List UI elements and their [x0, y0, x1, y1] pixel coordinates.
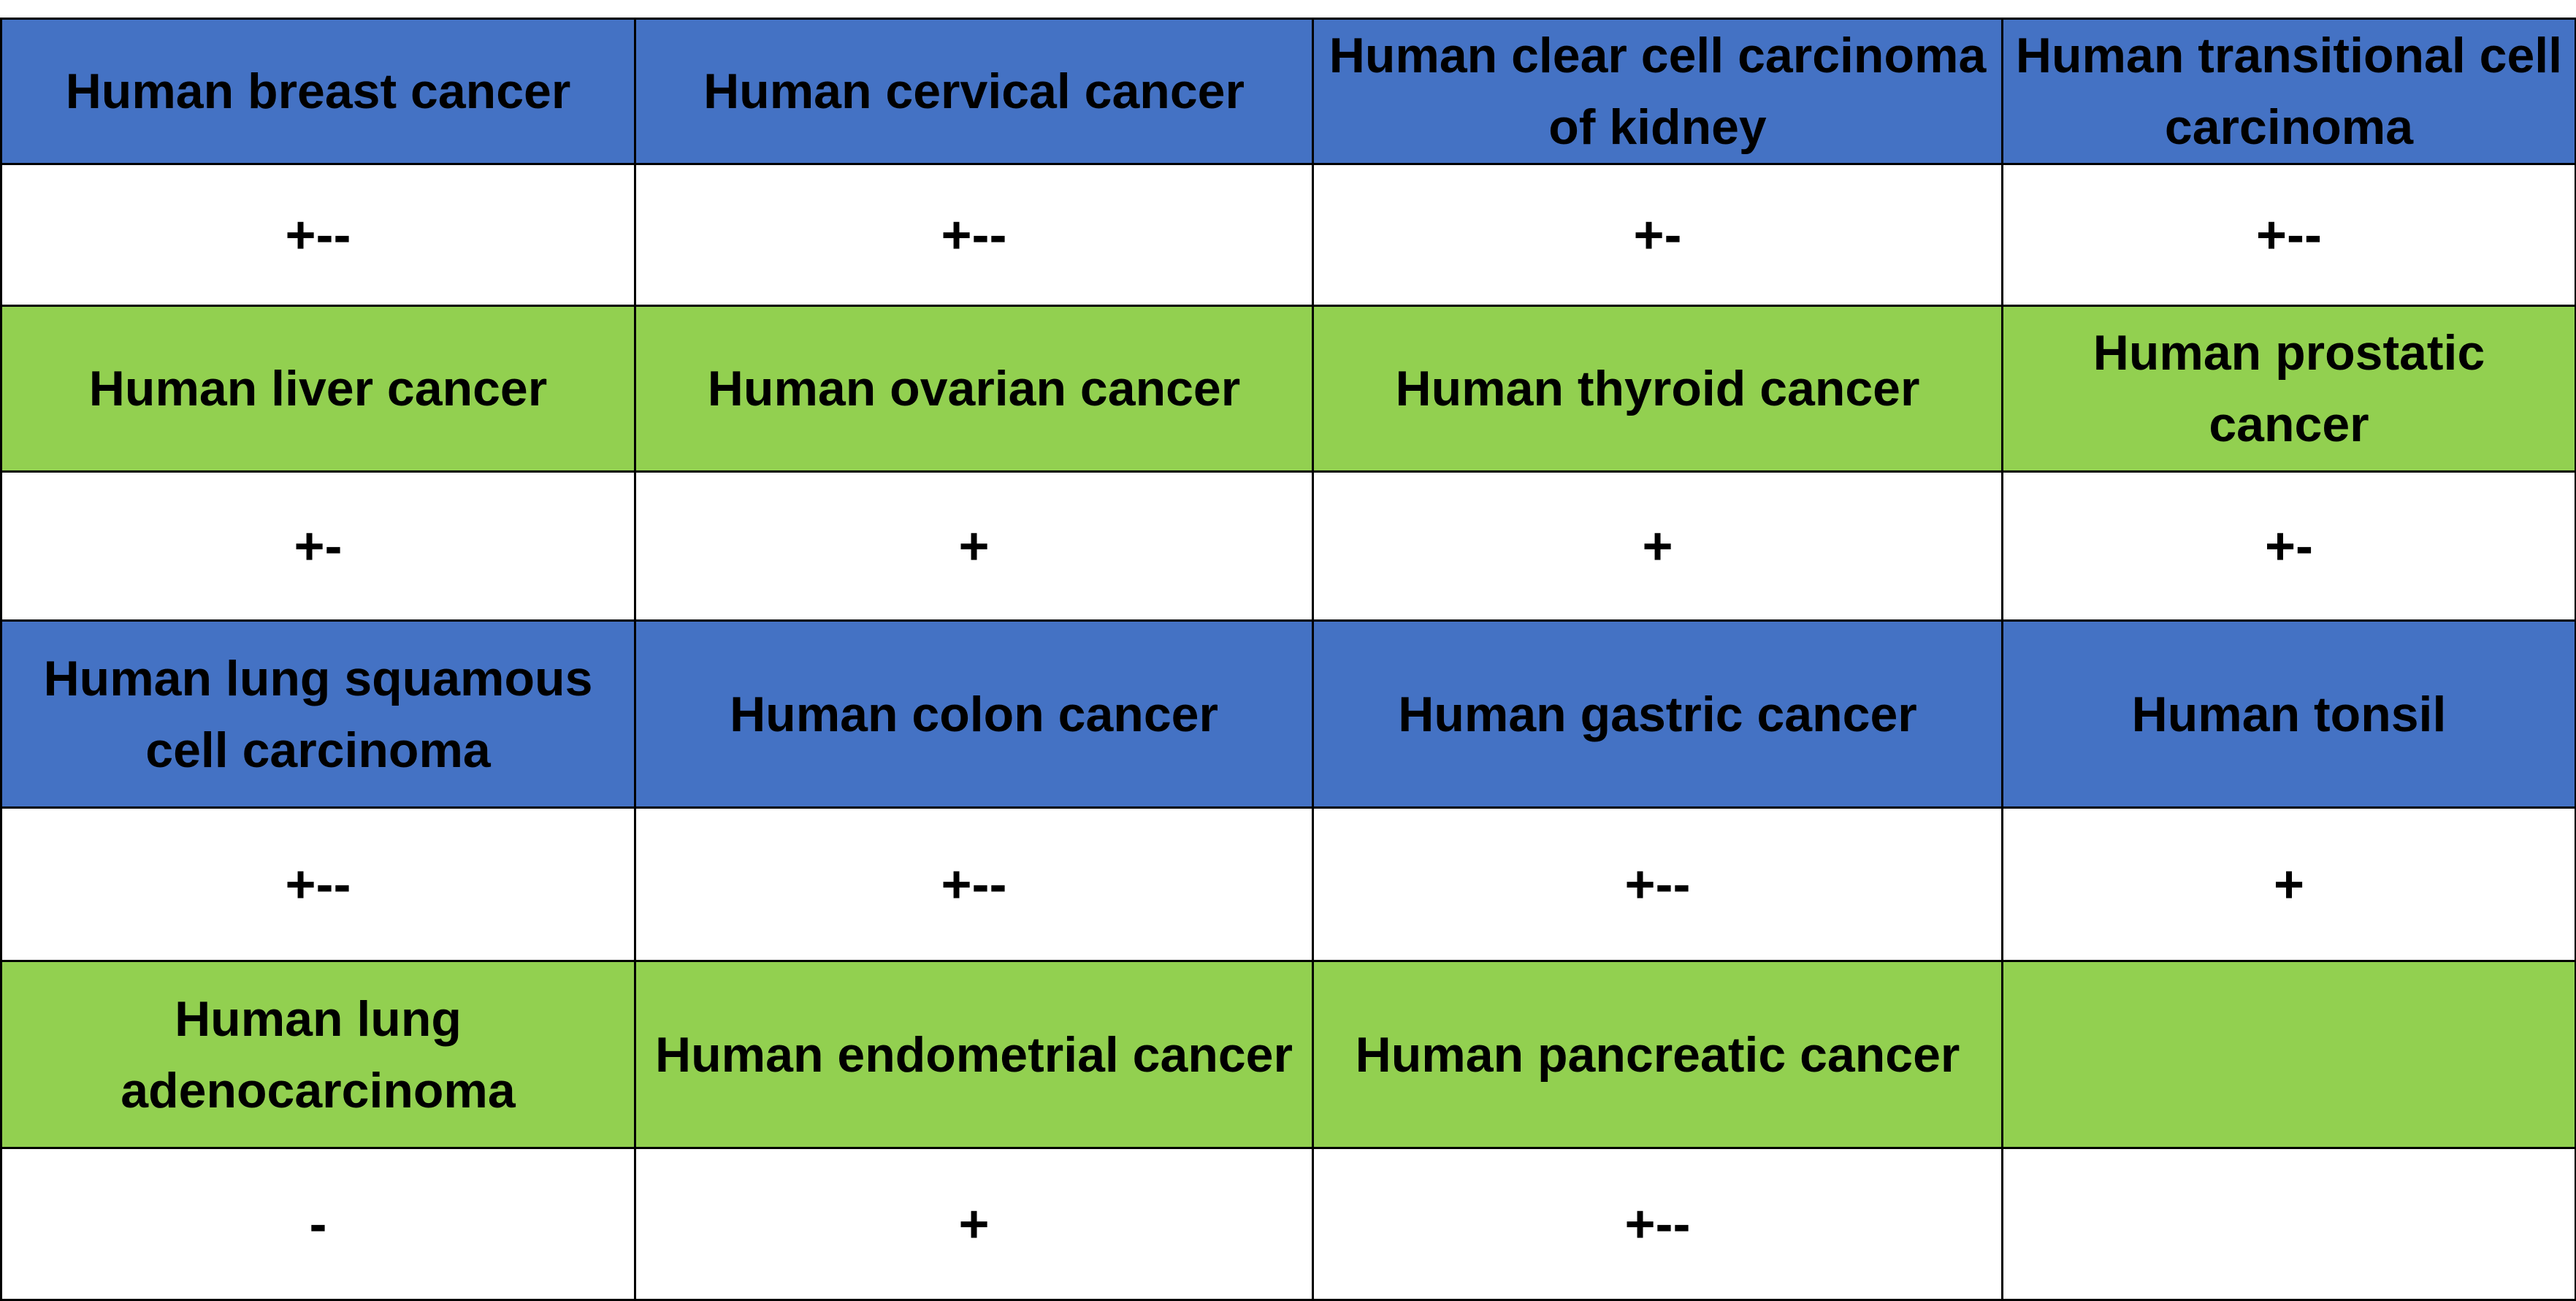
tissue-label-cell: Human prostatic cancer: [2001, 305, 2576, 473]
tissue-label-cell: Human transitional cell carcinoma: [2001, 18, 2576, 165]
tissue-label-cell: Human tonsil: [2001, 619, 2576, 809]
result-value-cell: +--: [634, 806, 1314, 962]
result-value-cell: +-: [2001, 470, 2576, 622]
result-value-cell: +-: [1312, 163, 2003, 307]
tissue-result-table: Human breast cancer Human cervical cance…: [0, 18, 2576, 1301]
result-value-cell: +--: [0, 806, 636, 962]
tissue-label-cell: Human clear cell carcinoma of kidney: [1312, 18, 2003, 165]
header-row: Human breast cancer Human cervical cance…: [0, 18, 2576, 165]
result-value-cell: -: [0, 1147, 636, 1301]
value-row: +-- +-- +-- +: [0, 806, 2576, 962]
value-row: +-- +-- +- +--: [0, 163, 2576, 307]
result-value-cell: +--: [1312, 806, 2003, 962]
result-value-cell: +--: [2001, 163, 2576, 307]
tissue-label-cell: Human lung adenocarcinoma: [0, 960, 636, 1149]
tissue-label-cell: Human breast cancer: [0, 18, 636, 165]
value-row: +- + + +-: [0, 470, 2576, 622]
tissue-label-cell: [2001, 960, 2576, 1149]
result-value-cell: +: [2001, 806, 2576, 962]
tissue-label-cell: Human gastric cancer: [1312, 619, 2003, 809]
result-value-cell: +--: [1312, 1147, 2003, 1301]
tissue-label-cell: Human endometrial cancer: [634, 960, 1314, 1149]
header-row: Human lung adenocarcinoma Human endometr…: [0, 960, 2576, 1149]
tissue-label-cell: Human colon cancer: [634, 619, 1314, 809]
tissue-label-cell: Human lung squamous cell carcinoma: [0, 619, 636, 809]
tissue-label-cell: Human pancreatic cancer: [1312, 960, 2003, 1149]
result-value-cell: +-: [0, 470, 636, 622]
result-value-cell: +: [1312, 470, 2003, 622]
result-value-cell: [2001, 1147, 2576, 1301]
tissue-label-cell: Human cervical cancer: [634, 18, 1314, 165]
tissue-label-cell: Human thyroid cancer: [1312, 305, 2003, 473]
tissue-label-cell: Human liver cancer: [0, 305, 636, 473]
value-row: - + +--: [0, 1147, 2576, 1301]
header-row: Human lung squamous cell carcinoma Human…: [0, 619, 2576, 809]
header-row: Human liver cancer Human ovarian cancer …: [0, 305, 2576, 473]
result-value-cell: +--: [634, 163, 1314, 307]
tissue-label-cell: Human ovarian cancer: [634, 305, 1314, 473]
result-value-cell: +: [634, 1147, 1314, 1301]
result-value-cell: +--: [0, 163, 636, 307]
result-value-cell: +: [634, 470, 1314, 622]
